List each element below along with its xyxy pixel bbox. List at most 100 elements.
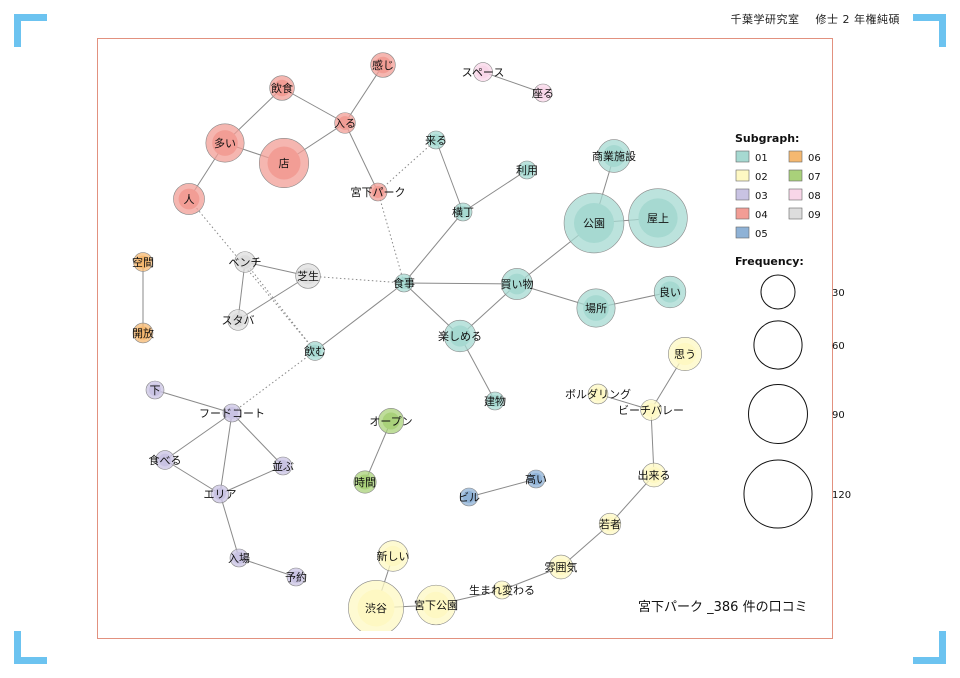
header-student: 修士 2 年権純碩 — [815, 13, 900, 26]
node-生まれ変わる — [492, 580, 512, 600]
legend-label-01: 01 — [755, 153, 768, 164]
node-座る — [533, 83, 553, 103]
node-食べる — [155, 450, 175, 470]
node-label-思う: 思う — [674, 348, 696, 361]
node-場所 — [576, 288, 616, 328]
edge-利用-横丁 — [462, 169, 528, 213]
legend-frequency-circle-30 — [760, 274, 796, 310]
legend-swatch-06 — [788, 150, 803, 163]
node-inner-circle — [178, 188, 200, 210]
node-inner-circle — [233, 552, 245, 564]
edge-フードコート-エリア — [219, 412, 233, 495]
node-食事 — [394, 273, 414, 293]
node-label-新しい: 新しい — [377, 549, 410, 563]
node-inner-circle — [506, 273, 528, 295]
edge-宮下パーク-食事 — [377, 191, 405, 284]
node-並ぶ — [273, 456, 293, 476]
node-inner-circle — [299, 267, 317, 285]
node-若者 — [598, 512, 622, 536]
node-label-横丁: 横丁 — [452, 205, 474, 219]
node-inner-circle — [231, 313, 245, 327]
node-新しい — [377, 540, 409, 572]
node-inner-circle — [308, 344, 322, 358]
header-label: 千葉学研究室 修士 2 年権純碩 — [731, 11, 901, 27]
legend-label-07: 07 — [808, 172, 821, 183]
node-label-建物: 建物 — [484, 394, 506, 408]
node-label-下: 下 — [150, 384, 161, 397]
node-inner-circle — [583, 295, 609, 321]
node-label-入る: 入る — [334, 117, 356, 130]
node-雰囲気 — [548, 554, 574, 580]
node-inner-circle — [338, 116, 352, 130]
node-label-高い: 高い — [525, 472, 547, 486]
node-出来る — [641, 462, 667, 488]
labels-layer: 感じ飲食入る多い店人宮下パークスペース座る来る利用商業施設横丁公園屋上買い物食事… — [132, 59, 696, 615]
node-label-屋上: 屋上 — [647, 212, 669, 225]
node-label-良い: 良い — [659, 285, 681, 299]
legend-frequency-circle-60 — [753, 320, 803, 370]
legend-label-06: 06 — [808, 153, 821, 164]
legend-frequency-label-30: 30 — [832, 288, 845, 299]
node-label-食事: 食事 — [393, 276, 415, 290]
node-inner-circle — [158, 453, 172, 467]
node-多い — [205, 123, 245, 163]
node-買い物 — [501, 268, 533, 300]
node-inner-circle — [372, 186, 384, 198]
node-ビーチバレー — [640, 399, 662, 421]
node-開放 — [132, 322, 154, 344]
corner-mark-bottom-left — [14, 631, 47, 664]
edge-スペース-座る — [482, 71, 544, 94]
node-楽しめる — [443, 319, 477, 353]
node-label-宮下公園: 宮下公園 — [414, 598, 458, 612]
node-inner-circle — [226, 407, 238, 419]
legend-label-02: 02 — [755, 172, 768, 183]
edge-横丁-食事 — [403, 211, 464, 284]
node-label-予約: 予約 — [285, 570, 307, 584]
node-inner-circle — [552, 558, 570, 576]
legend-swatch-02 — [735, 169, 750, 182]
node-商業施設 — [597, 139, 631, 173]
node-人 — [173, 183, 205, 215]
legend-swatch-09 — [788, 207, 803, 220]
node-オープン — [377, 407, 405, 435]
node-横丁 — [453, 202, 473, 222]
node-inner-circle — [267, 146, 301, 180]
node-宮下公園 — [415, 584, 457, 626]
edge-並ぶ-エリア — [219, 465, 284, 495]
node-時間 — [353, 470, 377, 494]
node-inner-circle — [136, 326, 150, 340]
node-inner-circle — [382, 412, 400, 430]
node-inner-circle — [457, 206, 469, 218]
node-label-オープン: オープン — [369, 415, 412, 428]
node-label-ビーチバレー: ビーチバレー — [618, 404, 684, 417]
node-inner-circle — [357, 474, 373, 490]
node-inner-circle — [591, 387, 605, 401]
node-label-来る: 来る — [425, 134, 447, 147]
edge-来る-横丁 — [435, 139, 464, 213]
node-label-ボルダリング: ボルダリング — [565, 387, 631, 401]
node-スペース — [473, 62, 493, 82]
node-label-店: 店 — [279, 156, 290, 170]
node-inner-circle — [212, 130, 238, 156]
node-label-スタバ: スタバ — [222, 314, 255, 327]
legend-swatch-05 — [735, 226, 750, 239]
node-入場 — [229, 548, 249, 568]
node-inner-circle — [496, 584, 508, 596]
node-inner-circle — [382, 545, 404, 567]
nodes-layer — [132, 52, 702, 631]
node-芝生 — [295, 263, 321, 289]
legend-swatch-04 — [735, 207, 750, 220]
node-感じ — [370, 52, 396, 78]
node-label-スペース: スペース — [462, 66, 505, 79]
node-inner-circle — [602, 516, 618, 532]
legend-label-04: 04 — [755, 210, 768, 221]
header-lab: 千葉学研究室 — [730, 13, 800, 26]
node-label-フードコート: フードコート — [199, 407, 265, 420]
node-label-並ぶ: 並ぶ — [272, 459, 294, 473]
node-inner-circle — [476, 65, 490, 79]
node-inner-circle — [521, 164, 533, 176]
edge-飲む-フードコート — [231, 350, 316, 414]
